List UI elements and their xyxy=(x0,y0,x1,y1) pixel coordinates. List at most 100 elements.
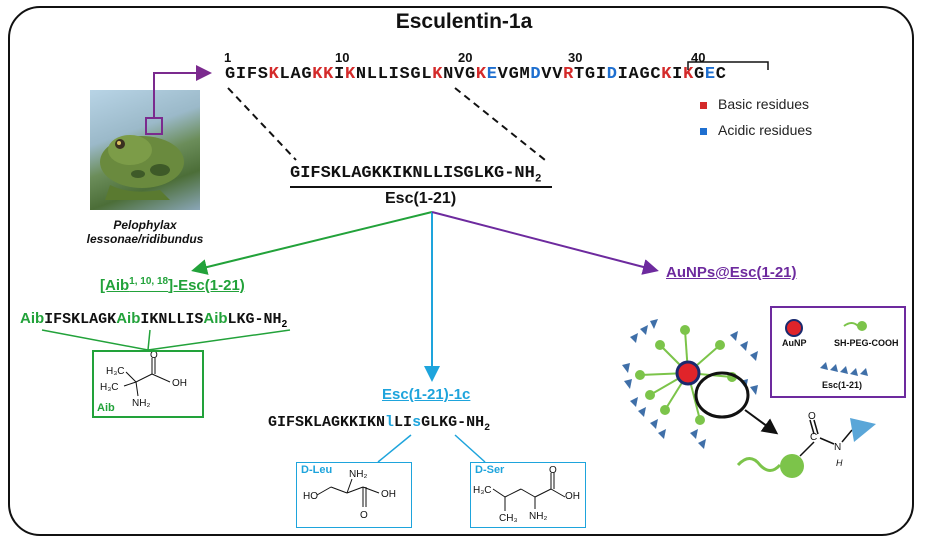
dser-structure: H₃C CH₃ NH₂ O OH xyxy=(473,465,580,524)
esc121-sequence: GIFSKLAGKKIKNLLISGLKG-NH2 xyxy=(290,164,542,186)
svg-text:HO: HO xyxy=(303,491,318,502)
position-number: 20 xyxy=(458,50,473,65)
basic-residues-label: Basic residues xyxy=(718,96,810,112)
residue: G xyxy=(464,65,476,84)
svg-text:O: O xyxy=(808,411,816,422)
residue: S xyxy=(399,65,411,84)
au-legend-box: AuNP SH-PEG-COOH Esc(1-21) xyxy=(770,306,906,398)
residue: M xyxy=(519,65,531,84)
au-branch-title: AuNPs@Esc(1-21) xyxy=(666,264,797,281)
species-caption: Pelophylax lessonae/ridibundus xyxy=(86,218,204,246)
residue: K xyxy=(323,65,335,84)
residue: G xyxy=(584,65,596,84)
residue: L xyxy=(377,65,389,84)
position-number: 1 xyxy=(224,50,232,65)
residue: V xyxy=(552,65,564,84)
residue: I xyxy=(672,65,684,84)
residue: I xyxy=(334,65,345,84)
residue: I xyxy=(235,65,247,84)
page-title: Esculentin-1a xyxy=(395,10,533,33)
aib-structure: H₃C H₃C O OH NH₂ xyxy=(100,350,187,409)
residue: L xyxy=(421,65,433,84)
residue: G xyxy=(225,65,236,84)
residue: E xyxy=(704,65,716,84)
svg-text:H₃C: H₃C xyxy=(473,485,492,496)
residue: R xyxy=(563,65,574,84)
residue: N xyxy=(355,65,367,84)
residue: E xyxy=(486,65,498,84)
residue: G xyxy=(301,65,313,84)
svg-text:H: H xyxy=(836,458,843,468)
residue: T xyxy=(574,65,585,84)
residue: N xyxy=(443,65,455,84)
esc121-label: Esc(1-21) xyxy=(385,190,457,207)
aib-branch-title: [Aib1, 10, 18]-Esc(1-21) xyxy=(100,276,245,294)
residue: I xyxy=(388,65,400,84)
au-legend-icons xyxy=(785,319,868,376)
svg-text:C: C xyxy=(810,432,817,443)
svg-text:NH₂: NH₂ xyxy=(529,511,547,522)
residue: F xyxy=(246,65,258,84)
basic-swatch xyxy=(700,102,707,109)
aib-structure-box: H₃C H₃C O OH NH₂ xyxy=(92,350,204,418)
residue: V xyxy=(454,65,465,84)
dleu-label: D-Leu xyxy=(301,464,333,476)
dser-label: D-Ser xyxy=(475,464,505,476)
esc121-underline xyxy=(290,186,552,188)
residue: V xyxy=(541,65,553,84)
esculentin-sequence: GIFSKLAGKKIKNLLISGLKNVGKEVGMDVVRTGIDIAGC… xyxy=(225,65,727,84)
residue: A xyxy=(290,65,302,84)
residue: K xyxy=(268,65,280,84)
diagram-frame xyxy=(8,6,914,536)
c1-branch-title: Esc(1-21)-1c xyxy=(382,386,471,403)
aib-box-label: Aib xyxy=(97,402,115,414)
c1-sequence: GIFSKLAGKKIKNlLIsGLKG-NH2 xyxy=(268,414,491,434)
svg-text:H₃C: H₃C xyxy=(100,382,119,393)
svg-text:OH: OH xyxy=(565,491,580,502)
residue: C xyxy=(650,65,662,84)
residue: G xyxy=(410,65,422,84)
svg-text:NH₂: NH₂ xyxy=(349,469,367,480)
residue: D xyxy=(530,65,542,84)
aunp-conjugate xyxy=(622,319,758,449)
acidic-swatch xyxy=(700,128,707,135)
residue: S xyxy=(257,65,269,84)
aib-sequence: AibIFSKLAGKAibIKNLLISAibLKG-NH2 xyxy=(20,310,288,330)
svg-text:O: O xyxy=(360,510,368,521)
residue: G xyxy=(693,65,705,84)
svg-text:O: O xyxy=(150,352,158,361)
position-number: 30 xyxy=(568,50,583,65)
svg-text:H₃C: H₃C xyxy=(106,366,125,377)
esc-legend-label: Esc(1-21) xyxy=(822,380,863,390)
frog-photo xyxy=(90,90,200,210)
dleu-structure-box: D-Leu NH₂ HO OH O xyxy=(296,462,412,528)
residue: K xyxy=(432,65,444,84)
sample-region-box xyxy=(145,117,163,135)
residue: L xyxy=(279,65,291,84)
svg-text:O: O xyxy=(549,465,557,476)
residue: G xyxy=(639,65,651,84)
aunp-legend-label: AuNP xyxy=(782,338,807,348)
residue: K xyxy=(683,65,694,84)
svg-text:CH₃: CH₃ xyxy=(499,513,518,524)
dser-structure-box: D-Ser H₃C CH₃ NH₂ O OH xyxy=(470,462,586,528)
dleu-structure: NH₂ HO OH O xyxy=(303,469,396,521)
svg-text:OH: OH xyxy=(381,489,396,500)
svg-text:OH: OH xyxy=(172,378,187,389)
position-number: 10 xyxy=(335,50,350,65)
peg-legend-label: SH-PEG-COOH xyxy=(834,338,899,348)
residue: D xyxy=(606,65,618,84)
svg-text:N: N xyxy=(834,442,841,453)
residue: I xyxy=(617,65,629,84)
residue: A xyxy=(628,65,640,84)
amide-bond-detail: C O N H xyxy=(736,411,876,478)
residue: K xyxy=(475,65,487,84)
residue: C xyxy=(715,65,727,84)
residue: V xyxy=(497,65,509,84)
svg-text:NH₂: NH₂ xyxy=(132,398,150,409)
residue: K xyxy=(661,65,673,84)
residue: K xyxy=(312,65,324,84)
residue: G xyxy=(508,65,520,84)
acidic-residues-label: Acidic residues xyxy=(718,122,813,138)
